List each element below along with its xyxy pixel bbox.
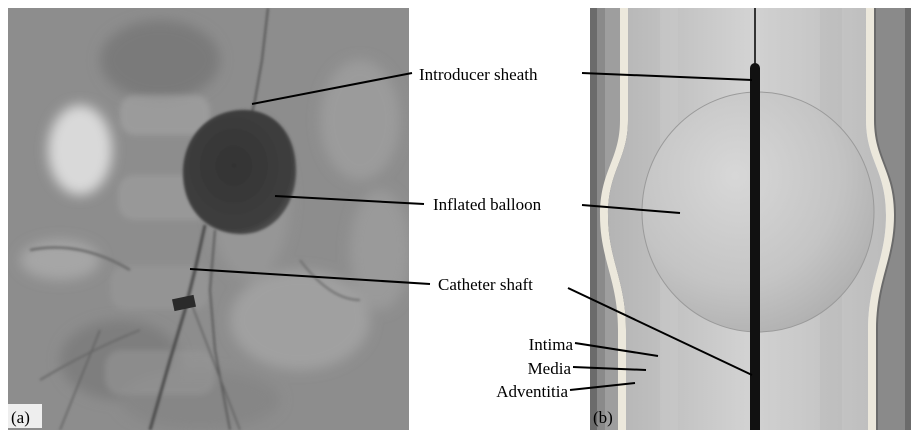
panel-label-b: (b) bbox=[593, 408, 613, 427]
panel-label-a: (a) bbox=[11, 408, 30, 427]
label-catheter-shaft: Catheter shaft bbox=[438, 275, 533, 294]
xray-balloon bbox=[183, 110, 296, 234]
label-media: Media bbox=[528, 359, 572, 378]
panel-a-xray bbox=[8, 8, 410, 430]
label-inflated-balloon: Inflated balloon bbox=[433, 195, 542, 214]
annotation-labels: Introducer sheath Inflated balloon Cathe… bbox=[419, 65, 573, 401]
label-introducer-sheath: Introducer sheath bbox=[419, 65, 538, 84]
panel-b-render bbox=[590, 8, 911, 430]
label-adventitia: Adventitia bbox=[496, 382, 568, 401]
label-intima: Intima bbox=[529, 335, 574, 354]
